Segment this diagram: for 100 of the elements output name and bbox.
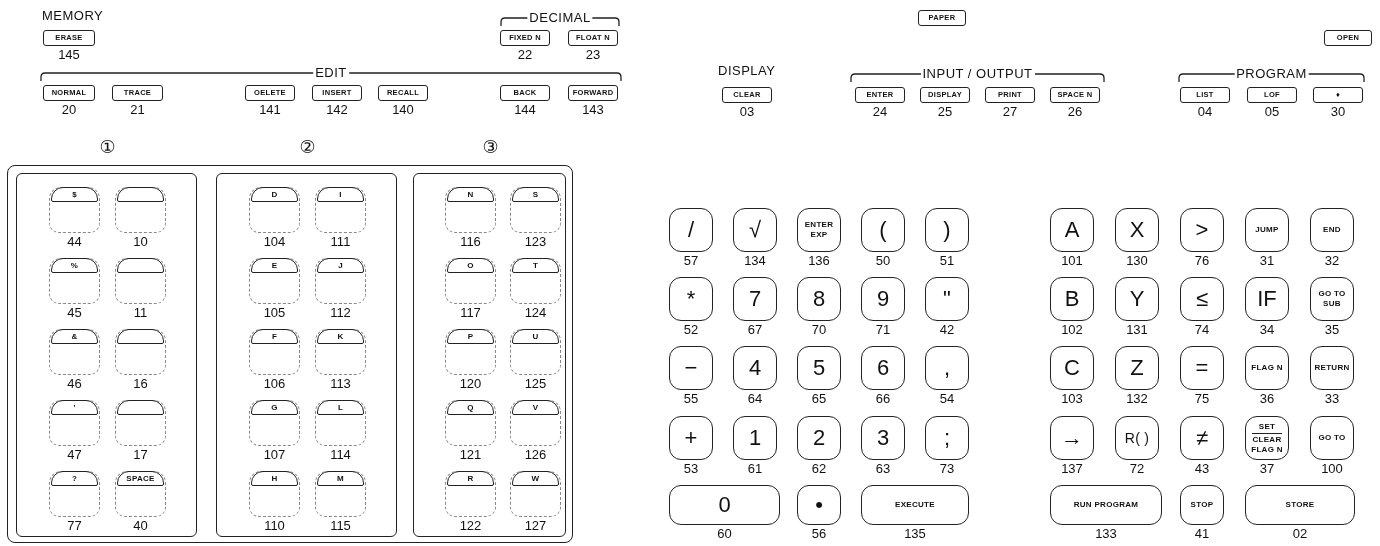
key-code: 114 xyxy=(329,448,352,462)
panel-number: ② xyxy=(298,136,317,158)
key-code: 32 xyxy=(1323,254,1341,268)
key xyxy=(510,329,561,375)
key-code: 21 xyxy=(129,103,146,117)
key-tab: W xyxy=(512,471,559,486)
key: 8 xyxy=(797,277,841,321)
key xyxy=(249,400,300,446)
key: END xyxy=(1310,208,1354,252)
key-code: 22 xyxy=(516,48,534,62)
key: ) xyxy=(925,208,969,252)
key-code: 11 xyxy=(132,306,149,320)
key-tab: ? xyxy=(51,471,98,486)
key-code: 106 xyxy=(262,377,287,391)
key xyxy=(49,329,100,375)
key-code: 72 xyxy=(1128,462,1146,476)
group-label: MEMORY xyxy=(40,9,106,23)
key-code: 16 xyxy=(132,377,149,391)
key-tab: Q xyxy=(447,400,494,415)
key: 3 xyxy=(861,416,905,460)
key: + xyxy=(669,416,713,460)
key-code: 124 xyxy=(523,306,548,320)
key-code: 126 xyxy=(523,448,548,462)
key: − xyxy=(669,346,713,390)
key xyxy=(315,471,366,517)
key: " xyxy=(925,277,969,321)
key-code: 54 xyxy=(938,392,956,406)
key: A xyxy=(1050,208,1094,252)
key xyxy=(445,400,496,446)
key: ≠ xyxy=(1180,416,1224,460)
key-tab: T xyxy=(512,258,559,273)
group-label: EDIT xyxy=(313,66,349,80)
key: JUMP xyxy=(1245,208,1289,252)
key-code: 105 xyxy=(262,306,287,320)
key-code: 131 xyxy=(1125,323,1149,337)
key-code: 57 xyxy=(682,254,700,268)
key: 9 xyxy=(861,277,905,321)
key-tab: D xyxy=(251,187,298,202)
key xyxy=(49,258,100,304)
key: ( xyxy=(861,208,905,252)
key-code: 03 xyxy=(738,105,756,119)
key-code: 41 xyxy=(1193,527,1211,541)
key-code: 43 xyxy=(1193,462,1211,476)
key-tab: I xyxy=(317,187,364,202)
key xyxy=(1245,416,1289,460)
group-label: PROGRAM xyxy=(1234,67,1309,81)
key-code: 122 xyxy=(458,519,483,533)
key-code: 121 xyxy=(458,448,483,462)
key-code: 125 xyxy=(523,377,548,391)
key xyxy=(315,258,366,304)
key-code: 31 xyxy=(1258,254,1276,268)
key xyxy=(445,258,496,304)
key-tab: E xyxy=(251,258,298,273)
key xyxy=(249,471,300,517)
key: * xyxy=(669,277,713,321)
key-code: 136 xyxy=(807,254,831,268)
key-code: 110 xyxy=(263,519,286,533)
key-code: 62 xyxy=(810,462,828,476)
key: 5 xyxy=(797,346,841,390)
key xyxy=(249,187,300,233)
key-code: 53 xyxy=(682,462,700,476)
key: → xyxy=(1050,416,1094,460)
key-code: 73 xyxy=(938,462,956,476)
key-code: 17 xyxy=(132,448,149,462)
key xyxy=(445,329,496,375)
key-code: 77 xyxy=(66,519,83,533)
key-code: 132 xyxy=(1125,392,1149,406)
key: RUN PROGRAM xyxy=(1050,485,1162,525)
key: B xyxy=(1050,277,1094,321)
key: RETURN xyxy=(1310,346,1354,390)
panel-number: ① xyxy=(98,136,117,158)
key xyxy=(115,471,166,517)
key-code: 46 xyxy=(66,377,83,391)
key: GO TO SUB xyxy=(1310,277,1354,321)
key-code: 75 xyxy=(1193,392,1211,406)
key-code: 40 xyxy=(132,519,149,533)
key-tab: K xyxy=(317,329,364,344)
key xyxy=(49,400,100,446)
key-code: 47 xyxy=(66,448,83,462)
key-tab: M xyxy=(317,471,364,486)
key-code: 74 xyxy=(1193,323,1211,337)
key: • xyxy=(797,485,841,525)
key-code: 143 xyxy=(581,103,605,117)
key-code: 65 xyxy=(810,392,828,406)
key: Z xyxy=(1115,346,1159,390)
key-code: 76 xyxy=(1193,254,1211,268)
key xyxy=(315,400,366,446)
key xyxy=(115,187,166,233)
key: > xyxy=(1180,208,1224,252)
key: ENTER EXP xyxy=(797,208,841,252)
key-code: 35 xyxy=(1323,323,1341,337)
key-code: 44 xyxy=(66,235,83,249)
key-tab: $ xyxy=(51,187,98,202)
key: , xyxy=(925,346,969,390)
key-code: 123 xyxy=(523,235,548,249)
panel-number: ③ xyxy=(481,136,500,158)
key-tab: L xyxy=(317,400,364,415)
key-code: 05 xyxy=(1263,105,1281,119)
key: ; xyxy=(925,416,969,460)
key: 0 xyxy=(669,485,780,525)
